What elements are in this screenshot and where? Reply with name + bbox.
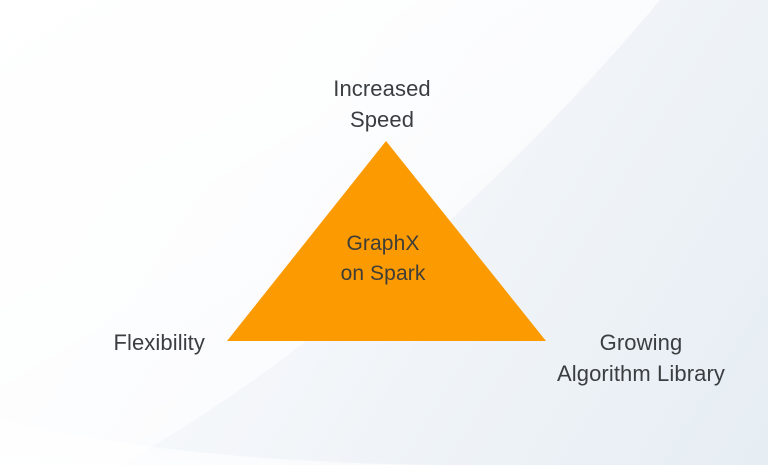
vertex-label-top: Increased Speed [333,76,431,132]
vertex-label-bottom-right: Growing Algorithm Library [557,330,725,386]
triangle-polygon [227,141,546,341]
vertex-label-bottom-left: Flexibility [113,330,205,355]
swoosh-bottom-left-arc [0,420,430,465]
triangle-center-label: GraphX on Spark [340,232,426,285]
